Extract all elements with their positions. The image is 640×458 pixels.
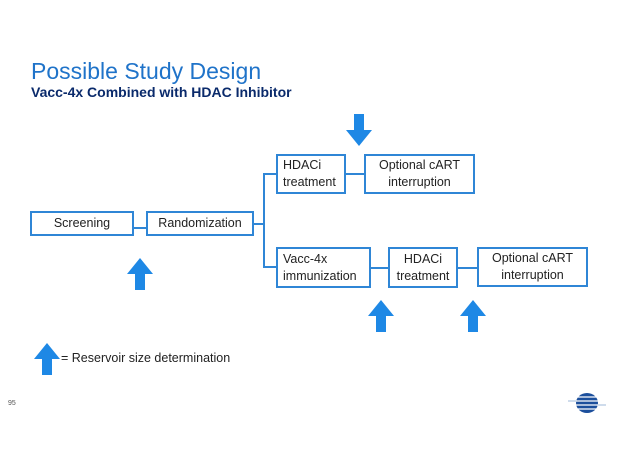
vacc-4x-immunization-box: Vacc-4x immunization: [276, 247, 371, 288]
arrow-up-icon: [368, 300, 394, 332]
hdaci-treatment-top-label: HDACi treatment: [283, 158, 336, 189]
hdaci-treatment-bottom-box: HDACi treatment: [388, 247, 458, 288]
slide-title: Possible Study Design: [31, 58, 262, 84]
hdaci-treatment-bottom-label: HDACi treatment: [396, 251, 450, 283]
randomization-box: Randomization: [146, 211, 254, 236]
hdaci-treatment-top-box: HDACi treatment: [276, 154, 346, 194]
optional-cart-bottom-label: Optional cART interruption: [491, 251, 574, 282]
page-number: 95: [8, 400, 16, 407]
arrow-down-icon: [346, 114, 372, 146]
screening-label: Screening: [53, 216, 111, 230]
optional-cart-top-label: Optional cART interruption: [378, 158, 461, 189]
optional-cart-bottom-box: Optional cART interruption: [477, 247, 588, 287]
legend-text: = Reservoir size determination: [61, 351, 231, 365]
randomization-label: Randomization: [158, 216, 242, 230]
legend-arrow-up-icon: [34, 343, 60, 375]
optional-cart-top-box: Optional cART interruption: [364, 154, 475, 194]
arrow-up-icon: [127, 258, 153, 290]
arrow-up-icon: [460, 300, 486, 332]
slide-subtitle: Vacc-4x Combined with HDAC Inhibitor: [31, 84, 292, 100]
vacc-4x-immunization-label: Vacc-4x immunization: [283, 251, 357, 283]
company-logo: [568, 393, 606, 413]
screening-box: Screening: [30, 211, 134, 236]
